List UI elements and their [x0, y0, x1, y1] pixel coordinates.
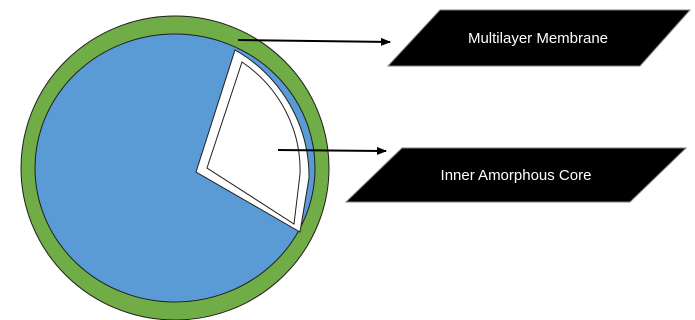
inner-core-wedge	[206, 61, 301, 225]
core-label-box: Inner Amorphous Core	[344, 147, 688, 203]
core-label-text: Inner Amorphous Core	[441, 167, 592, 184]
membrane-arrow	[237, 37, 391, 46]
core-label-shape	[344, 147, 688, 203]
membrane-label-box: Multilayer Membrane	[386, 9, 692, 67]
membrane-label-text: Multilayer Membrane	[468, 30, 608, 47]
core-arrow	[277, 146, 387, 155]
membrane-label-shape	[386, 9, 692, 67]
